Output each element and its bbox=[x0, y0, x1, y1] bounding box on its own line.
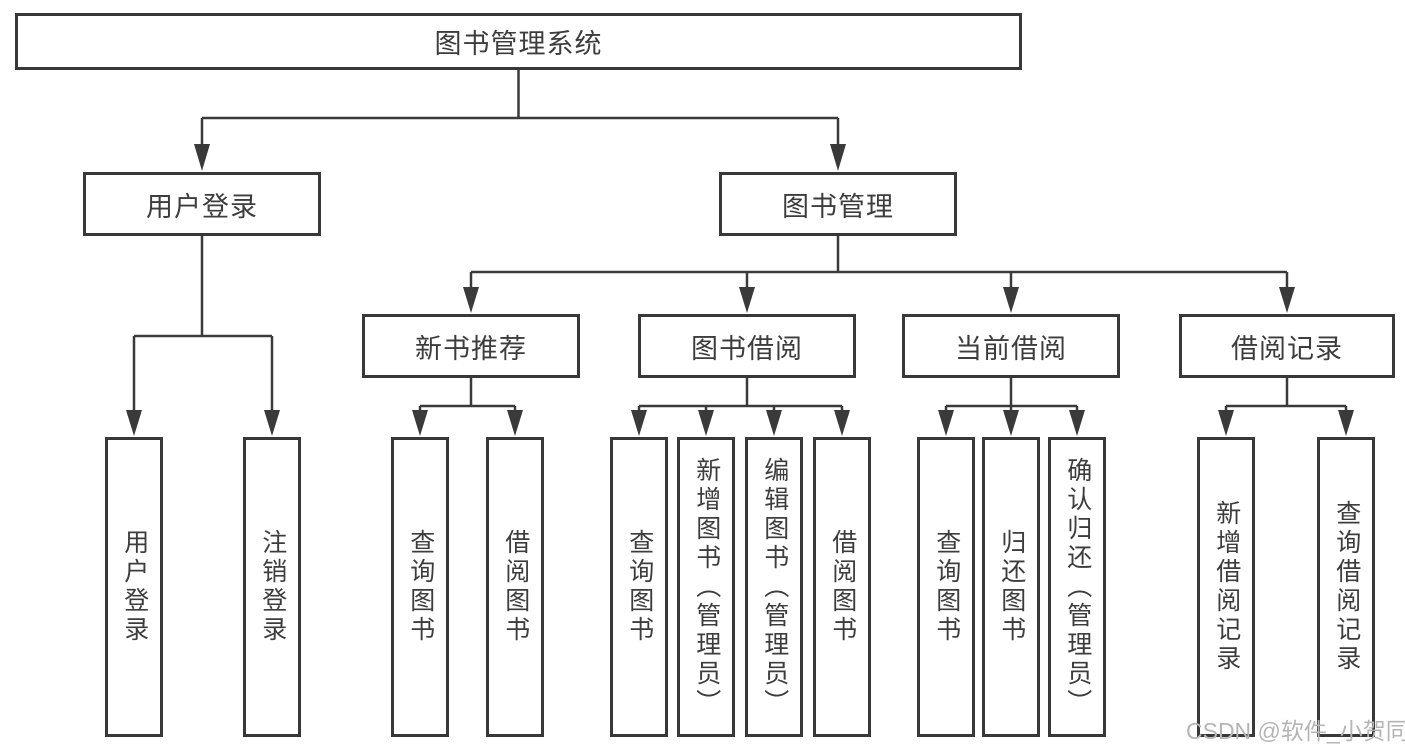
node-rec-query-book: 查询图书 bbox=[391, 437, 449, 737]
edge-borrow-record-to-children bbox=[1224, 378, 1348, 412]
arrowhead bbox=[1003, 287, 1019, 313]
node-bb-query-book: 查询图书 bbox=[610, 437, 668, 737]
node-root-label: 图书管理系统 bbox=[434, 29, 603, 59]
arrowheads bbox=[126, 144, 1354, 436]
node-login: 用户登录 bbox=[105, 437, 163, 737]
arrowhead bbox=[1069, 410, 1085, 436]
arrowhead bbox=[834, 410, 850, 436]
node-bb-borrow-book: 借阅图书 bbox=[813, 437, 871, 737]
node-bb-add-book-admin-label: 新增图书（管理员） bbox=[692, 456, 721, 718]
arrowhead bbox=[1338, 410, 1354, 436]
node-book-borrow: 图书借阅 bbox=[638, 314, 856, 378]
arrowhead bbox=[264, 410, 280, 436]
edge-user-login-to-children bbox=[132, 236, 274, 412]
node-cb-query-book: 查询图书 bbox=[917, 437, 975, 737]
csdn-watermark: CSDN @软件_小贺同学 bbox=[1186, 718, 1405, 744]
node-cb-return-book: 归还图书 bbox=[982, 437, 1040, 737]
node-book-mgmt: 图书管理 bbox=[719, 172, 957, 236]
node-bb-query-book-label: 查询图书 bbox=[625, 529, 654, 645]
node-rec-borrow-book-label: 借阅图书 bbox=[501, 529, 530, 645]
arrowhead bbox=[766, 410, 782, 436]
arrowhead bbox=[830, 144, 846, 171]
edge-book-borrow-to-children bbox=[637, 378, 844, 412]
node-br-query-record-label: 查询借阅记录 bbox=[1332, 500, 1361, 674]
node-new-book-rec-label: 新书推荐 bbox=[415, 333, 527, 364]
arrowhead bbox=[739, 287, 755, 313]
arrowhead bbox=[194, 144, 210, 171]
node-current-borrow-label: 当前借阅 bbox=[955, 333, 1067, 364]
edge-current-borrow-to-children bbox=[944, 378, 1079, 412]
node-cb-return-book-label: 归还图书 bbox=[997, 529, 1026, 645]
node-user-login-label: 用户登录 bbox=[146, 191, 258, 222]
node-logout: 注销登录 bbox=[243, 437, 301, 737]
arrowhead bbox=[1003, 410, 1019, 436]
node-br-add-record-label: 新增借阅记录 bbox=[1212, 500, 1241, 674]
node-borrow-record: 借阅记录 bbox=[1179, 314, 1395, 378]
node-book-mgmt-label: 图书管理 bbox=[782, 191, 894, 222]
node-root: 图书管理系统 bbox=[15, 13, 1022, 70]
node-current-borrow: 当前借阅 bbox=[902, 314, 1120, 378]
node-bb-edit-book-admin-label: 编辑图书（管理员） bbox=[760, 456, 789, 718]
node-bb-borrow-book-label: 借阅图书 bbox=[828, 529, 857, 645]
node-logout-label: 注销登录 bbox=[258, 529, 287, 645]
node-cb-query-book-label: 查询图书 bbox=[932, 529, 961, 645]
node-br-query-record: 查询借阅记录 bbox=[1317, 437, 1375, 737]
node-borrow-record-label: 借阅记录 bbox=[1231, 333, 1343, 364]
edge-root-to-level2 bbox=[200, 70, 840, 146]
node-login-label: 用户登录 bbox=[120, 529, 149, 645]
arrowhead bbox=[698, 410, 714, 436]
node-cb-confirm-return-admin: 确认归还（管理员） bbox=[1048, 437, 1106, 737]
node-new-book-rec: 新书推荐 bbox=[362, 314, 580, 378]
node-user-login: 用户登录 bbox=[83, 172, 321, 236]
arrowhead bbox=[507, 410, 523, 436]
arrowhead bbox=[126, 410, 142, 436]
arrowhead bbox=[631, 410, 647, 436]
node-rec-query-book-label: 查询图书 bbox=[406, 529, 435, 645]
arrowhead bbox=[412, 410, 428, 436]
node-bb-edit-book-admin: 编辑图书（管理员） bbox=[745, 437, 803, 737]
edge-book-mgmt-to-level3 bbox=[469, 236, 1289, 289]
arrowhead bbox=[938, 410, 954, 436]
arrowhead bbox=[463, 287, 479, 313]
node-bb-add-book-admin: 新增图书（管理员） bbox=[677, 437, 735, 737]
node-cb-confirm-return-admin-label: 确认归还（管理员） bbox=[1063, 456, 1092, 718]
node-rec-borrow-book: 借阅图书 bbox=[486, 437, 544, 737]
arrowhead bbox=[1279, 287, 1295, 313]
edge-new-book-rec-to-children bbox=[418, 378, 517, 412]
node-book-borrow-label: 图书借阅 bbox=[691, 333, 803, 364]
node-br-add-record: 新增借阅记录 bbox=[1197, 437, 1255, 737]
arrowhead bbox=[1218, 410, 1234, 436]
